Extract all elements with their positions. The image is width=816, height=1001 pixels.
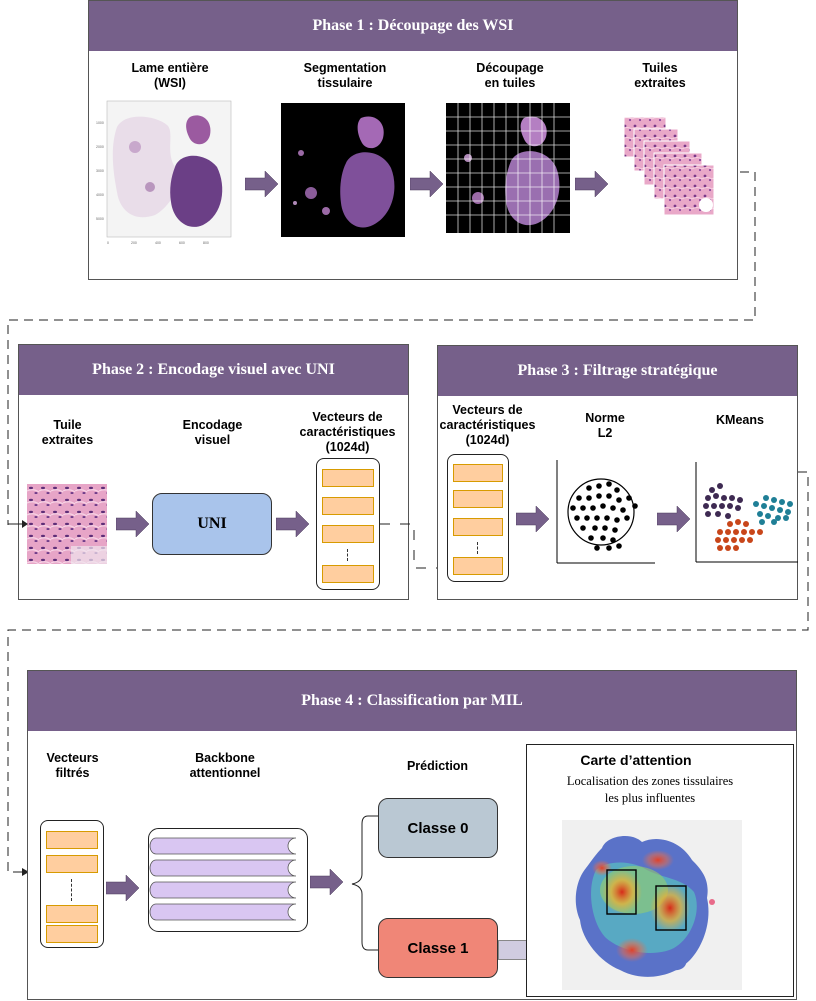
- feature-cell: [322, 469, 374, 487]
- uni-encoder-label: UNI: [197, 515, 227, 532]
- phase4-filtered-vector-box: [40, 820, 104, 948]
- attention-map-title: Carte d’attention: [580, 752, 692, 768]
- wsi-ytick: 2000: [96, 145, 104, 149]
- feature-cell: [46, 831, 98, 849]
- wsi-ytick: 4000: [96, 193, 104, 197]
- wsi-xtick: 200: [131, 241, 137, 245]
- phase1-header: Phase 1 : Découpage des WSI: [89, 1, 737, 51]
- class0-label: Classe 0: [407, 819, 469, 837]
- arrow-wsi-to-segmentation: [245, 170, 279, 198]
- wsi-xtick: 600: [179, 241, 185, 245]
- arrow-segmentation-to-tiling: [410, 170, 444, 198]
- ellipsis-marker: [347, 549, 349, 561]
- attention-backbone-block: [148, 828, 308, 932]
- feature-cell: [453, 518, 503, 536]
- class1-to-attention-connector: [498, 940, 527, 960]
- feature-cell: [46, 905, 98, 923]
- wsi-ytick: 1000: [96, 121, 104, 125]
- connector-phase3-to-phase4: [7, 471, 809, 876]
- phase3-header: Phase 3 : Filtrage stratégique: [438, 346, 797, 396]
- phase1-step-wsi-label: Lame entière (WSI): [131, 61, 209, 90]
- phase4-step-prediction-label: Prédiction: [406, 759, 469, 773]
- feature-cell: [322, 565, 374, 583]
- phase2-title: Phase 2 : Encodage visuel avec UNI: [92, 361, 335, 378]
- kmeans-plot: [695, 462, 798, 563]
- arrow-tile-to-uni: [116, 510, 150, 538]
- uni-encoder-block: UNI: [152, 493, 272, 555]
- wsi-xtick: 800: [203, 241, 209, 245]
- wsi-ytick: 3000: [96, 169, 104, 173]
- class1-output: Classe 1: [378, 918, 498, 978]
- phase3-feature-vector-box: [447, 454, 509, 582]
- phase3-step-kmeans-label: KMeans: [716, 413, 764, 427]
- tile-image: [27, 484, 107, 564]
- attention-heatmap-image: [562, 820, 742, 990]
- feature-cell: [453, 557, 503, 575]
- ellipsis-marker: [477, 542, 479, 554]
- arrow-into-tile: [8, 520, 28, 528]
- wsi-xtick: 400: [155, 241, 161, 245]
- phase1-step-segmentation-label: Segmentation tissulaire: [303, 61, 387, 90]
- ellipsis-marker: [71, 879, 73, 901]
- attention-map-subtitle: Localisation des zones tissulaires les p…: [566, 774, 734, 805]
- phase1-title: Phase 1 : Découpage des WSI: [312, 17, 514, 34]
- feature-cell: [46, 925, 98, 943]
- tiling-grid-image: [446, 103, 570, 233]
- arrow-tiling-to-tiles: [575, 170, 609, 198]
- arrow-backbone-to-prediction: [310, 868, 344, 896]
- arrow-filtered-to-backbone: [106, 874, 140, 902]
- prediction-brace: [351, 815, 378, 951]
- arrow-uni-to-features: [276, 510, 310, 538]
- wsi-ytick: 5000: [96, 217, 104, 221]
- segmentation-image: [281, 103, 405, 237]
- phase4-header: Phase 4 : Classification par MIL: [28, 671, 796, 731]
- phase2-step-encoding-label: Encodage visuel: [182, 418, 243, 447]
- phase3-title: Phase 3 : Filtrage stratégique: [517, 362, 718, 379]
- arrow-features-to-l2: [516, 505, 550, 533]
- feature-cell: [322, 497, 374, 515]
- feature-cell: [453, 464, 503, 482]
- connector-phase1-to-phase2: [7, 171, 756, 525]
- phase2-step-features-label: Vecteurs de caractéristiques (1024d): [299, 410, 396, 454]
- phase4-step-filtered-label: Vecteurs filtrés: [46, 751, 99, 780]
- wsi-xtick: 0: [107, 241, 109, 245]
- feature-cell: [453, 490, 503, 508]
- phase2-step-tile-label: Tuile extraites: [41, 418, 94, 447]
- phase4-title: Phase 4 : Classification par MIL: [301, 692, 523, 709]
- phase2-feature-vector-box: [316, 458, 380, 590]
- arrow-l2-to-kmeans: [657, 505, 691, 533]
- phase1-step-tiles-label: Tuiles extraites: [634, 61, 686, 90]
- phase3-step-l2-label: Norme L2: [585, 411, 625, 440]
- l2-norm-plot: [556, 460, 655, 564]
- extracted-tiles-image: [623, 116, 715, 216]
- class1-label: Classe 1: [407, 939, 469, 957]
- phase2-header: Phase 2 : Encodage visuel avec UNI: [19, 345, 408, 395]
- class0-output: Classe 0: [378, 798, 498, 858]
- wsi-slide-image: 1000 2000 3000 4000 5000 0 200 400 600 8…: [96, 100, 232, 245]
- phase3-step-features-label: Vecteurs de caractéristiques (1024d): [439, 403, 536, 447]
- phase1-step-tiling-label: Découpage en tuiles: [476, 61, 544, 90]
- feature-cell: [322, 525, 374, 543]
- phase4-step-backbone-label: Backbone attentionnel: [189, 751, 261, 780]
- feature-cell: [46, 855, 98, 873]
